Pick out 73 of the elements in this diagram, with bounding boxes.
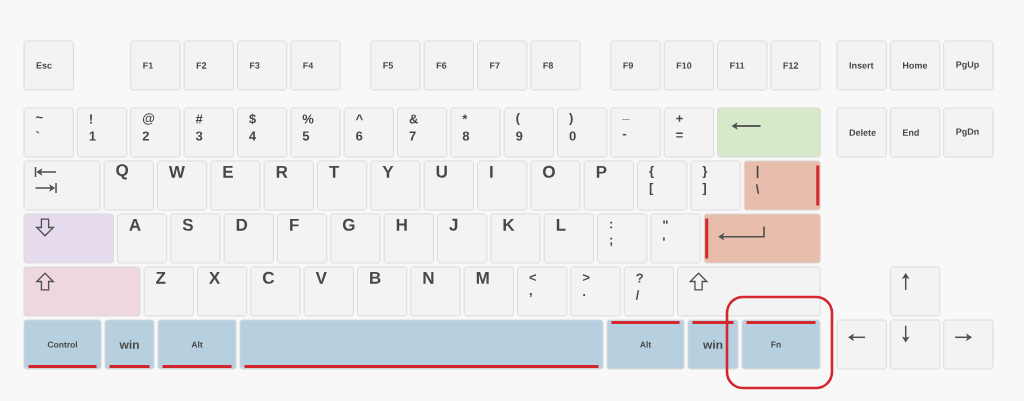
key: @ 2 <box>130 107 181 158</box>
key: F12 <box>770 40 821 91</box>
key: N <box>410 266 461 317</box>
key: Insert <box>836 40 887 91</box>
key: ) 0 <box>557 107 608 158</box>
key: D <box>223 213 274 264</box>
key: win <box>687 319 739 370</box>
key: Q <box>103 160 154 211</box>
key: $ 4 <box>236 107 288 158</box>
key: Esc <box>23 40 74 91</box>
key: Fn <box>741 319 821 370</box>
key: # 3 <box>183 107 234 158</box>
key: G <box>330 213 381 264</box>
key: O <box>530 160 581 211</box>
key: A <box>116 213 168 264</box>
key: U <box>423 160 474 211</box>
key: PgUp <box>943 40 994 91</box>
key: Alt <box>157 319 237 370</box>
key: K <box>490 213 541 264</box>
key: M <box>463 266 514 317</box>
key: B <box>357 266 408 317</box>
key: Delete <box>836 107 887 158</box>
key: F10 <box>663 40 714 91</box>
key: F <box>277 213 328 264</box>
key: & 7 <box>397 107 448 158</box>
key: } ] <box>690 160 741 211</box>
key: < , <box>517 266 568 317</box>
key: F6 <box>423 40 474 91</box>
key: F3 <box>236 40 288 91</box>
key: > . <box>570 266 621 317</box>
key: End <box>889 107 941 158</box>
key: _ - <box>610 107 661 158</box>
key: L <box>543 213 594 264</box>
key: P <box>583 160 634 211</box>
key: Home <box>889 40 941 91</box>
key: Z <box>143 266 194 317</box>
key: win <box>104 319 155 370</box>
key: ! 1 <box>76 107 128 158</box>
key: ( 9 <box>503 107 554 158</box>
key: % 5 <box>290 107 341 158</box>
key: V <box>303 266 354 317</box>
key: ~ ` <box>23 107 74 158</box>
key: + = <box>663 107 714 158</box>
key: F9 <box>610 40 661 91</box>
key: * 8 <box>450 107 501 158</box>
key: J <box>437 213 488 264</box>
key: H <box>383 213 434 264</box>
key: Alt <box>606 319 685 370</box>
key: F7 <box>477 40 528 91</box>
key: PgDn <box>943 107 994 158</box>
key: I <box>477 160 528 211</box>
key: F1 <box>130 40 181 91</box>
key: W <box>156 160 208 211</box>
key: : ; <box>597 213 648 264</box>
key: T <box>317 160 368 211</box>
key: X <box>196 266 248 317</box>
key: F2 <box>183 40 234 91</box>
key: F11 <box>717 40 768 91</box>
key: ? / <box>623 266 674 317</box>
key: S <box>170 213 221 264</box>
key: F4 <box>290 40 341 91</box>
key: E <box>210 160 261 211</box>
key: " ' <box>650 213 701 264</box>
key: { [ <box>637 160 688 211</box>
key: ^ 6 <box>343 107 394 158</box>
key: C <box>250 266 301 317</box>
key: Control <box>23 319 102 370</box>
key: | \ <box>743 160 821 211</box>
key: F5 <box>370 40 421 91</box>
space-bar <box>239 319 604 370</box>
key: Y <box>370 160 421 211</box>
key: F8 <box>530 40 581 91</box>
key: R <box>263 160 314 211</box>
